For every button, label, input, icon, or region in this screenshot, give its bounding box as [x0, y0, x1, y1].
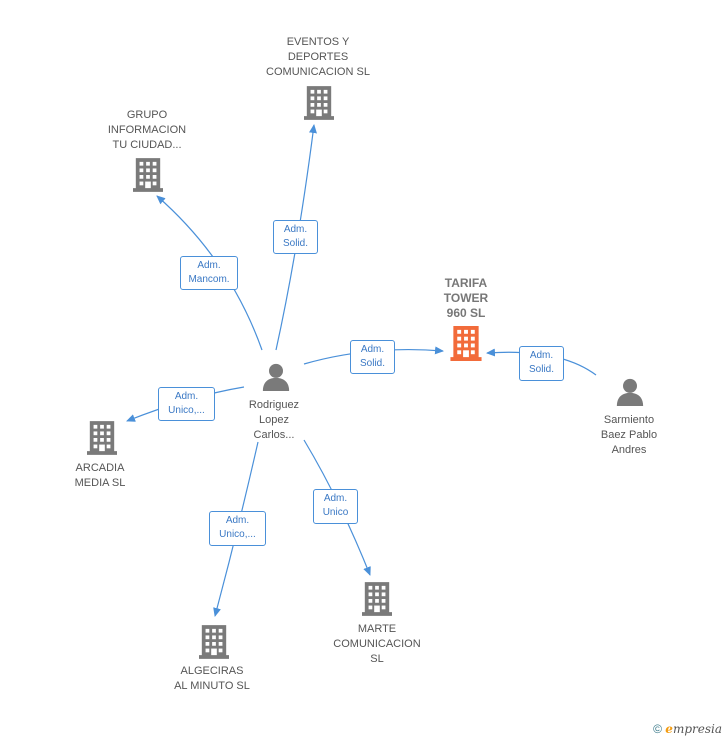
tarifa-label[interactable]: TARIFA TOWER 960 SL [443, 276, 489, 320]
sarmiento-person-icon[interactable] [616, 378, 644, 406]
marte-building-icon[interactable] [362, 582, 392, 616]
grupo-building-icon[interactable] [133, 158, 163, 192]
edge-label-to-eventos: Adm. Solid. [273, 220, 318, 254]
copyright-symbol: © [653, 722, 662, 736]
brand-logo-text: mpresia [672, 722, 722, 736]
edge-label-to-grupo: Adm. Mancom. [180, 256, 238, 290]
algeciras-building-icon[interactable] [199, 625, 229, 659]
arcadia-label[interactable]: ARCADIA MEDIA SL [74, 462, 126, 489]
grupo-label[interactable]: GRUPO INFORMACION TU CIUDAD... [107, 109, 187, 151]
tarifa-building-icon[interactable] [450, 326, 482, 361]
edge-label-to-arcadia: Adm. Unico,... [158, 387, 215, 421]
empresia-watermark[interactable]: © empresia [653, 722, 722, 736]
rodriguez-person-icon[interactable] [262, 363, 290, 391]
edge-label-to-algeciras: Adm. Unico,... [209, 511, 266, 546]
algeciras-label[interactable]: ALGECIRAS AL MINUTO SL [174, 665, 250, 692]
arcadia-building-icon[interactable] [87, 421, 117, 455]
eventos-building-icon[interactable] [304, 86, 334, 120]
edge-label-to-marte: Adm. Unico [313, 489, 358, 524]
edge-label-to-tarifa: Adm. Solid. [350, 340, 395, 374]
eventos-label[interactable]: EVENTOS Y DEPORTES COMUNICACION SL [266, 36, 370, 78]
rodriguez-label[interactable]: Rodriguez Lopez Carlos... [248, 399, 300, 441]
brand-logo-e: e [665, 722, 673, 736]
sarmiento-label[interactable]: Sarmiento Baez Pablo Andres [600, 414, 658, 456]
marte-label[interactable]: MARTE COMUNICACION SL [333, 623, 421, 665]
edge-label-sarmiento-tarifa: Adm. Solid. [519, 346, 564, 381]
